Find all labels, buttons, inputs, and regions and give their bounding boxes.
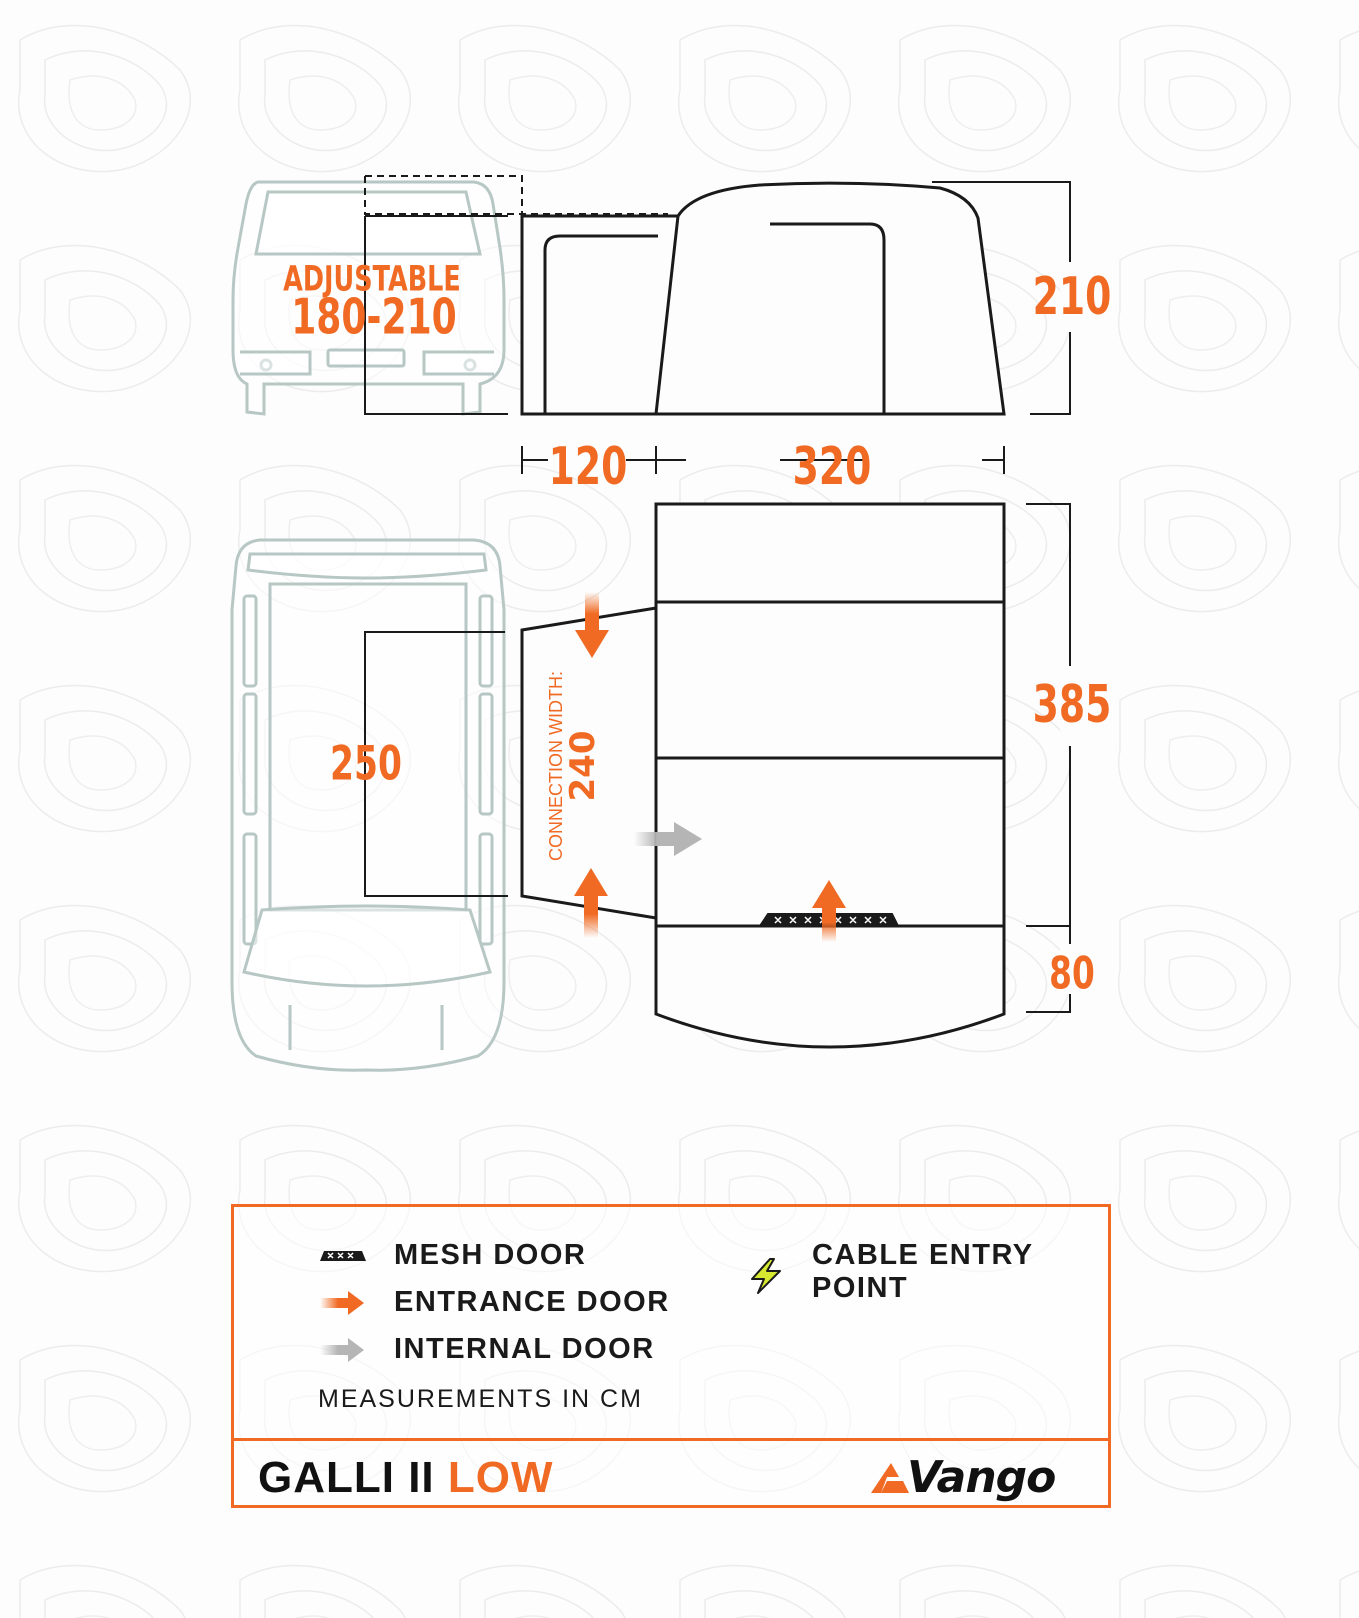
entrance-door-arrow-top xyxy=(575,592,609,658)
awning-side-outline xyxy=(520,181,1006,416)
connection-dashed-guide xyxy=(364,175,668,215)
porch-depth-dimension: 80 xyxy=(1049,949,1095,1000)
side-view xyxy=(231,175,1082,474)
entrance-door-arrow-bottom xyxy=(574,868,608,938)
annex-length-dimension: 120 xyxy=(549,436,628,496)
legend-internal-door: INTERNAL DOOR xyxy=(318,1333,655,1366)
legend-divider xyxy=(234,1438,1108,1441)
internal-door-arrow xyxy=(634,822,702,856)
legend-entrance-door: ENTRANCE DOOR xyxy=(318,1286,670,1319)
van-top-outline xyxy=(230,538,506,1072)
awning-plan-outline xyxy=(520,502,1006,1049)
vango-logo-mark xyxy=(871,1463,909,1493)
product-name-accent: LOW xyxy=(447,1453,554,1502)
adjustable-label: ADJUSTABLE xyxy=(283,260,461,300)
legend-panel: MESH DOOR ENTRANCE DOOR INTERNAL DOOR xyxy=(231,1204,1111,1508)
product-name: GALLI II LOW xyxy=(258,1453,554,1503)
connection-width-label: CONNECTION WIDTH: xyxy=(546,671,566,861)
internal-arrow-icon xyxy=(318,1336,368,1364)
legend-cable-entry: CABLE ENTRY POINT xyxy=(746,1239,1108,1305)
entrance-door-arrow-front xyxy=(812,880,846,942)
measurements-note: MEASUREMENTS IN CM xyxy=(318,1385,643,1413)
van-rear-outline xyxy=(231,180,506,416)
vango-logo: Vango xyxy=(869,1447,1069,1507)
main-length-dimension: 320 xyxy=(793,436,872,496)
connection-width-value: 240 xyxy=(563,731,603,802)
legend-entrance-door-label: ENTRANCE DOOR xyxy=(394,1286,670,1318)
legend-internal-door-label: INTERNAL DOOR xyxy=(394,1333,655,1365)
lightning-bolt-icon xyxy=(746,1258,786,1294)
height-dimension: 210 xyxy=(1033,266,1112,326)
mesh-door-icon xyxy=(318,1242,368,1270)
dimension-labels: ADJUSTABLE 180-210 210 120 320 385 80 25… xyxy=(283,260,1111,1000)
total-width-dimension: 385 xyxy=(1033,674,1112,734)
adjustable-range: 180-210 xyxy=(291,289,457,346)
legend-mesh-door-label: MESH DOOR xyxy=(394,1239,587,1271)
product-name-main: GALLI II xyxy=(258,1453,448,1502)
vehicle-width-dimension: 250 xyxy=(330,736,402,791)
plan-view xyxy=(230,502,1082,1072)
legend-mesh-door: MESH DOOR xyxy=(318,1239,586,1272)
entrance-arrow-icon xyxy=(318,1289,368,1317)
vango-logo-text: Vango xyxy=(907,1451,1056,1503)
legend-cable-entry-label: CABLE ENTRY POINT xyxy=(812,1239,1034,1304)
